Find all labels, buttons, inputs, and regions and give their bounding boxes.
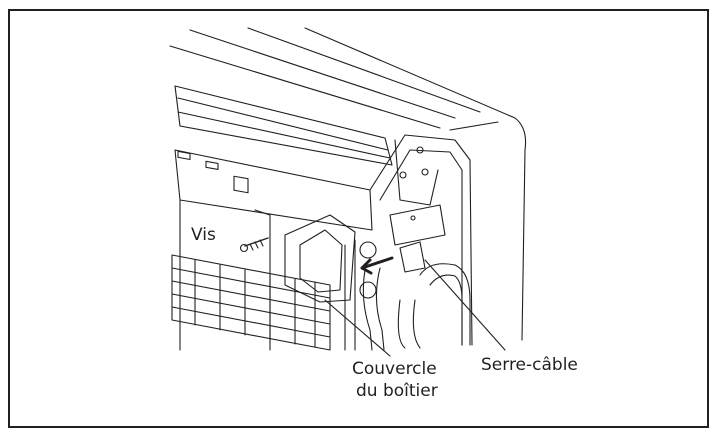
cover-label-line2: du boîtier bbox=[356, 381, 438, 401]
right-casing-edge bbox=[304, 27, 527, 341]
pipe bbox=[362, 269, 373, 351]
side-frame bbox=[369, 134, 473, 346]
cable-clamp-bracket bbox=[389, 204, 446, 246]
cable-clamp-label: Serre-câble bbox=[481, 355, 578, 375]
control-button bbox=[233, 175, 249, 194]
figure-frame bbox=[8, 9, 709, 428]
arrow-icon bbox=[360, 256, 394, 270]
clamp-leader-line bbox=[424, 259, 506, 351]
control-box-cover bbox=[284, 214, 356, 303]
screw-label: Vis bbox=[191, 225, 216, 245]
front-louver-band bbox=[174, 85, 393, 166]
top-panel-edge bbox=[169, 45, 441, 129]
screw-icon bbox=[239, 237, 269, 253]
front-grill bbox=[171, 254, 331, 351]
cover-leader-line bbox=[324, 299, 391, 357]
cover-label-line1: Couvercle bbox=[352, 359, 437, 379]
